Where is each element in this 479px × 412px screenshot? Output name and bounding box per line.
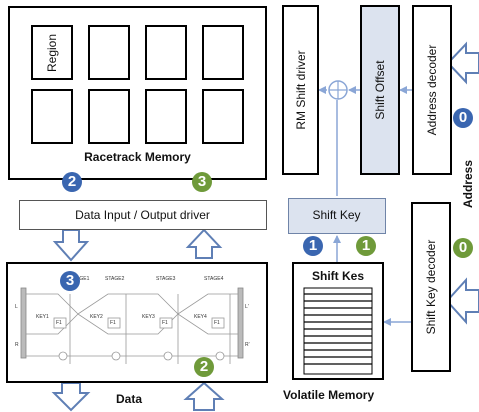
badge-shift-key-decoder: 0: [453, 238, 473, 258]
region-cell: [202, 89, 244, 144]
region-cell: [88, 25, 130, 80]
stage-label: STAGE2: [105, 276, 125, 282]
shift-key-box: Shift Key: [288, 198, 386, 234]
key-label: KEY2: [90, 314, 103, 320]
right-r-label: R': [245, 342, 250, 348]
shift-key-label: Shift Key: [312, 208, 361, 222]
shift-offset-label: Shift Offset: [373, 60, 387, 120]
volatile-memory-label: Volatile Memory: [283, 388, 375, 402]
shift-kes-box: Shift Kes: [292, 262, 384, 380]
io-up-arrow: [185, 228, 223, 259]
key-label: KEY4: [194, 314, 207, 320]
left-l-label: L: [15, 304, 18, 310]
key-label: KEY3: [142, 314, 155, 320]
region-cell: Region: [31, 25, 73, 80]
data-label: Data: [116, 392, 143, 406]
data-up-arrow: [183, 381, 225, 411]
region-cell: [88, 89, 130, 144]
badge-shift-key-green: 1: [356, 236, 376, 256]
shiftkey-input-arrow: [445, 277, 479, 325]
region-cell: [145, 89, 187, 144]
stages-wiring: [20, 287, 244, 364]
stages-box: STAGE1 STAGE2 STAGE3 STAGE4 KEY1 KEY2 KE…: [6, 262, 268, 383]
f-label: F1: [214, 320, 220, 326]
region-cell: [31, 89, 73, 144]
stage-label: STAGE4: [204, 276, 224, 282]
badge-address-decoder: 0: [453, 108, 473, 128]
badge-stage-left: 3: [60, 271, 80, 291]
address-decoder-box: Address decoder: [412, 5, 452, 175]
address-label: Address: [461, 159, 475, 209]
badge-rt-right: 3: [192, 172, 212, 192]
shift-offset-box: Shift Offset: [360, 5, 400, 175]
shift-key-decoder-label: Shift Key decoder: [424, 239, 438, 335]
io-driver-label: Data Input / Output driver: [75, 208, 210, 222]
racetrack-title: Racetrack Memory: [84, 150, 191, 164]
address-decoder-label: Address decoder: [425, 44, 439, 136]
region-label: Region: [45, 33, 59, 72]
io-down-arrow: [52, 229, 90, 262]
key-label: KEY1: [36, 314, 49, 320]
region-cell: [202, 25, 244, 80]
rm-shift-driver-box: RM Shift driver: [282, 5, 319, 175]
data-down-arrow: [51, 382, 91, 412]
shift-key-decoder-box: Shift Key decoder: [411, 202, 451, 372]
left-r-label: R: [15, 342, 19, 348]
f-label: F1: [162, 320, 168, 326]
badge-stage-right: 2: [194, 357, 214, 377]
shift-kes-label: Shift Kes: [311, 269, 364, 283]
f-label: F1: [56, 320, 62, 326]
racetrack-memory-box: Region Racetrack Memory: [8, 6, 267, 180]
stage-label: STAGE3: [156, 276, 176, 282]
badge-rt-left: 2: [62, 172, 82, 192]
shift-kes-lines: [303, 287, 373, 375]
rm-shift-driver-label: RM Shift driver: [293, 50, 308, 130]
badge-shift-key-blue: 1: [303, 236, 323, 256]
address-input-arrow: [446, 41, 479, 85]
address-label-wrap: Address: [460, 160, 476, 208]
f-label: F1: [110, 320, 116, 326]
region-cell: [145, 25, 187, 80]
right-l-label: L': [245, 304, 249, 310]
io-driver-box: Data Input / Output driver: [19, 200, 267, 230]
